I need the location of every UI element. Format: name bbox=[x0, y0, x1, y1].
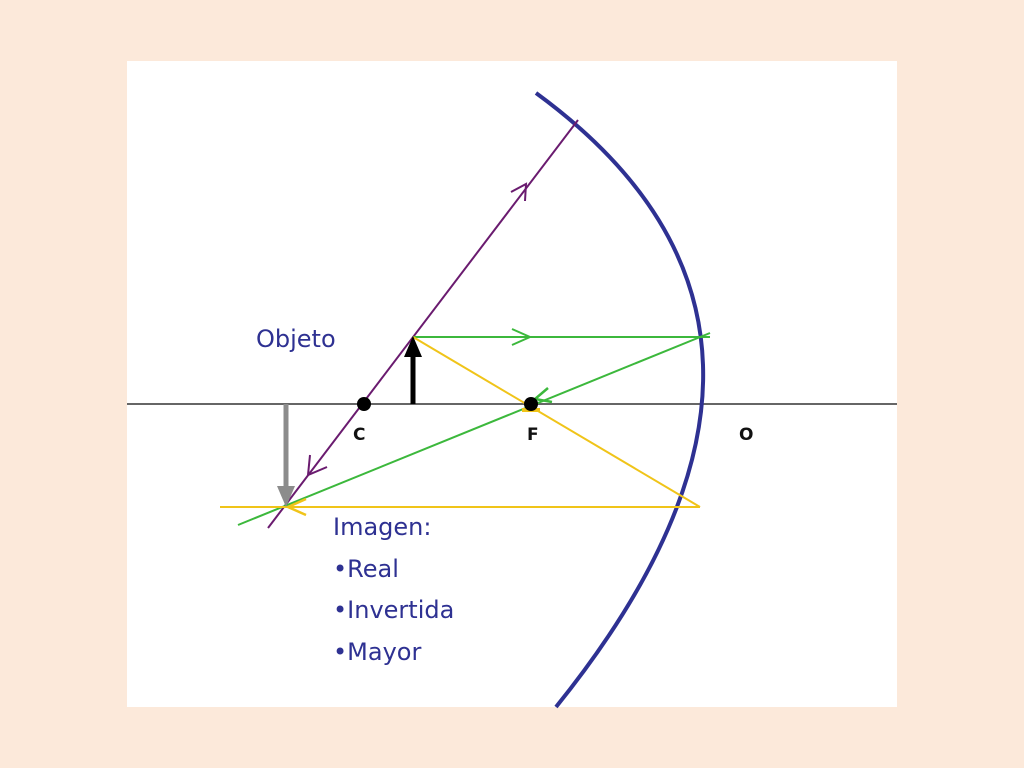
focal-point bbox=[524, 397, 538, 411]
ray-arrow-green-icon bbox=[532, 387, 553, 404]
concave-mirror bbox=[534, 91, 706, 709]
focus-label: F bbox=[527, 425, 539, 445]
object-label: Objeto bbox=[256, 325, 336, 353]
image-arrow-head-icon bbox=[277, 486, 295, 507]
ray-arrow-left-icon bbox=[284, 497, 307, 517]
image-title: Imagen: bbox=[333, 513, 431, 541]
ray-arrow-up-icon bbox=[510, 182, 528, 202]
slide-background bbox=[127, 61, 897, 707]
image-property-real: •Real bbox=[333, 555, 399, 583]
center-of-curvature-point bbox=[357, 397, 371, 411]
image-property-inverted: •Invertida bbox=[333, 596, 454, 624]
ray-focal-yellow bbox=[412, 336, 701, 508]
ray-arrow-right-icon bbox=[511, 328, 533, 346]
vertex-label: O bbox=[739, 425, 753, 445]
ray-through-center bbox=[267, 119, 579, 529]
object-arrow-head-icon bbox=[404, 336, 422, 357]
ray-arrow-down-icon bbox=[306, 454, 328, 477]
center-label: C bbox=[353, 425, 365, 445]
image-property-larger: •Mayor bbox=[333, 638, 421, 666]
ray-reflected-green bbox=[237, 332, 711, 526]
